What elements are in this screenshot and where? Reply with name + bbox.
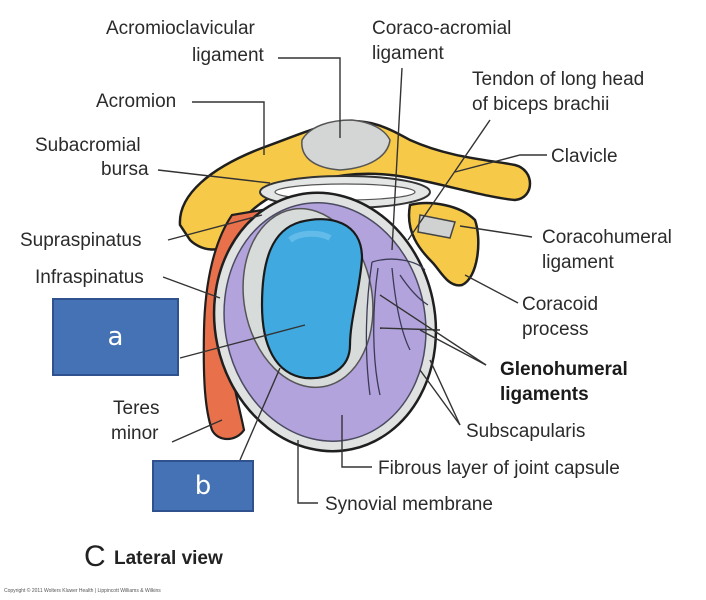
label-subscapularis: Subscapularis bbox=[466, 421, 586, 442]
glenohumeral-ligament-fibers bbox=[365, 258, 429, 396]
label-glenohumeral-ligaments-line2: ligaments bbox=[500, 384, 589, 405]
copyright-notice: Copyright © 2011 Wolters Kluwer Health |… bbox=[4, 588, 161, 594]
label-fibrous-layer-joint-capsule: Fibrous layer of joint capsule bbox=[378, 458, 620, 479]
answer-box-a[interactable]: a bbox=[52, 298, 179, 376]
label-biceps-tendon-line1: Tendon of long head bbox=[472, 69, 645, 90]
label-subacromial-bursa-line2: bursa bbox=[101, 159, 149, 180]
label-coraco-acromial-ligament-line2: ligament bbox=[372, 43, 444, 64]
answer-box-b[interactable]: b bbox=[152, 460, 254, 512]
figure-caption-letter: C bbox=[84, 540, 106, 573]
label-supraspinatus: Supraspinatus bbox=[20, 230, 142, 251]
label-acromioclavicular-ligament-line1: Acromioclavicular bbox=[106, 18, 255, 39]
label-biceps-tendon-line2: of biceps brachii bbox=[472, 94, 610, 115]
leader-lines bbox=[157, 57, 547, 504]
label-coracoid-process-line1: Coracoid bbox=[522, 294, 599, 315]
label-coracohumeral-ligament-line2: ligament bbox=[542, 252, 614, 273]
label-subacromial-bursa-line1: Subacromial bbox=[35, 135, 141, 156]
label-coracohumeral-ligament-line1: Coracohumeral bbox=[542, 227, 672, 248]
label-teres-minor-line1: Teres bbox=[113, 398, 160, 419]
label-coraco-acromial-ligament-line1: Coraco-acromial bbox=[372, 18, 512, 39]
glenoid-cavity-cartilage bbox=[260, 218, 364, 380]
label-clavicle: Clavicle bbox=[551, 146, 618, 167]
label-acromioclavicular-ligament-line2: ligament bbox=[192, 45, 264, 66]
label-teres-minor-line2: minor bbox=[111, 423, 159, 444]
label-coracoid-process-line2: process bbox=[522, 319, 589, 340]
figure-caption-title: Lateral view bbox=[114, 548, 223, 569]
acromioclavicular-ligament bbox=[301, 119, 391, 171]
label-infraspinatus: Infraspinatus bbox=[35, 267, 144, 288]
label-acromion: Acromion bbox=[96, 91, 177, 112]
coracohumeral-ligament-shape bbox=[417, 214, 456, 239]
label-glenohumeral-ligaments-line1: Glenohumeral bbox=[500, 359, 628, 380]
cartilage-highlight bbox=[288, 230, 332, 243]
label-synovial-membrane: Synovial membrane bbox=[325, 494, 493, 515]
